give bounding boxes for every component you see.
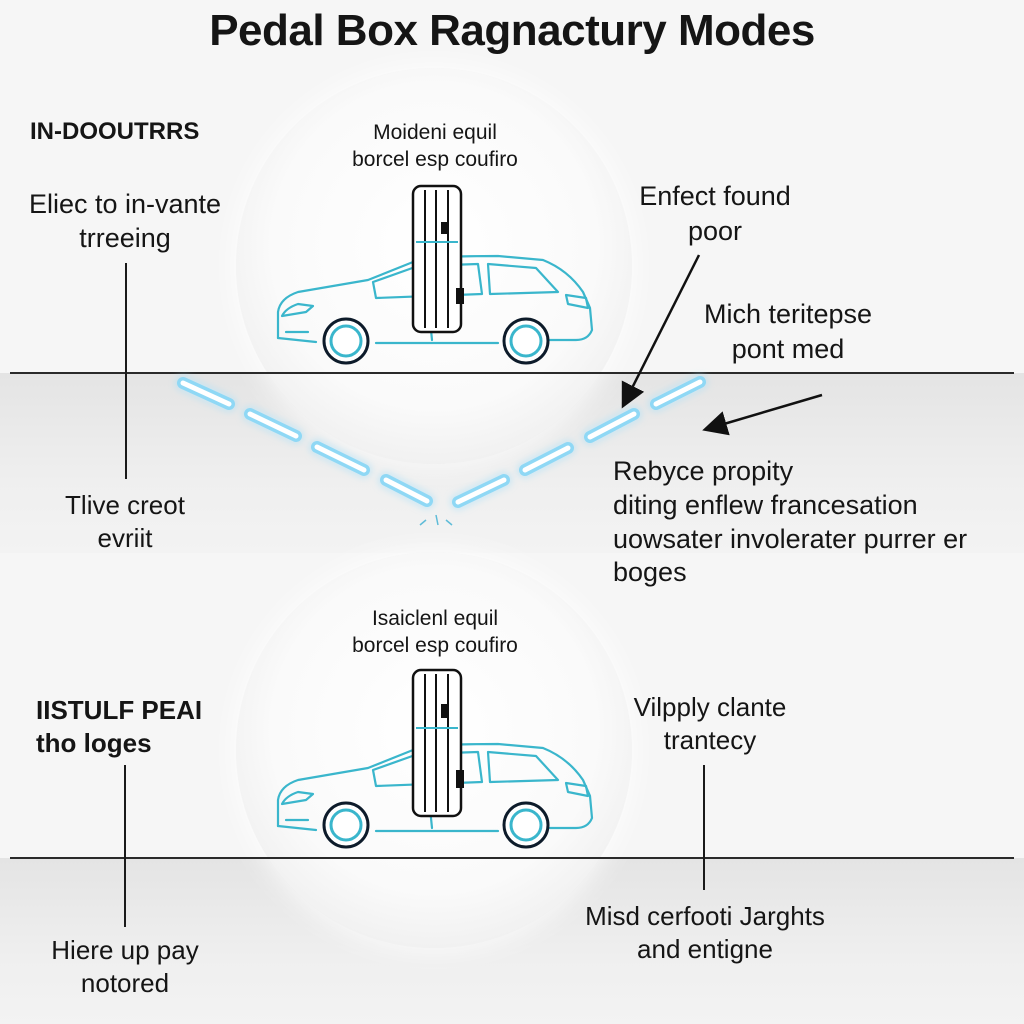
bottom-car-illustration — [276, 668, 594, 849]
bottom-right-connector — [703, 765, 705, 890]
bottom-left-connector — [124, 765, 126, 927]
arrow-to-v-line — [621, 254, 701, 409]
top-left-connector — [125, 263, 127, 479]
top-ground-line — [10, 372, 1014, 374]
page-title: Pedal Box Ragnactury Modes — [209, 6, 815, 55]
top-left-heading: IN-DOOUTRRS — [30, 118, 200, 145]
bottom-ground-line — [10, 857, 1014, 859]
top-car-illustration — [276, 184, 594, 365]
arrow-to-road — [702, 393, 823, 436]
